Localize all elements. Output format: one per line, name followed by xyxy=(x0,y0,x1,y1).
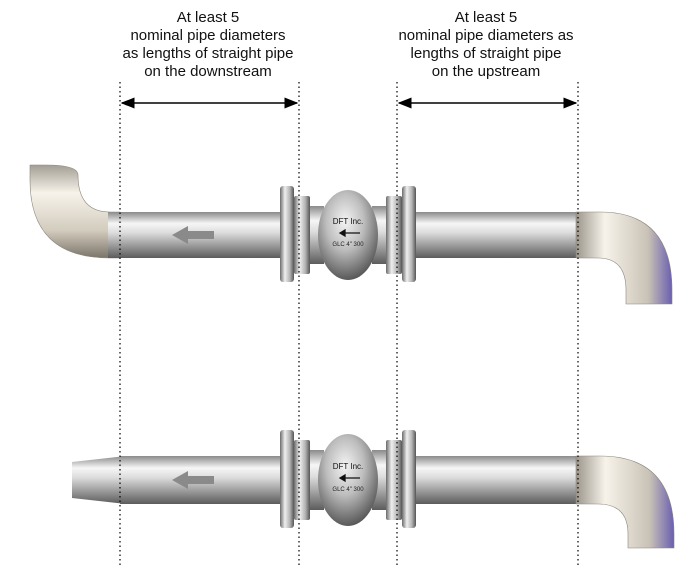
flow-direction-arrow xyxy=(172,226,214,244)
left-flange-inner xyxy=(294,440,310,520)
upstream-caption-line: on the upstream xyxy=(431,63,541,80)
top-pipe-assembly: DFT Inc. GLC 4" 300 xyxy=(29,164,673,305)
valve-brand-label: DFT Inc. xyxy=(333,462,364,471)
right-flange-outer xyxy=(402,186,416,282)
check-valve-body xyxy=(318,190,378,280)
right-flange-inner xyxy=(386,196,402,274)
right-flange-inner xyxy=(386,440,402,520)
downstream-caption-line: nominal pipe diameters xyxy=(130,27,286,44)
downstream-caption-line: as lengths of straight pipe xyxy=(122,45,294,62)
right-elbow xyxy=(575,455,675,549)
downstream-caption: At least 5 nominal pipe diameters as len… xyxy=(98,9,318,81)
reducer-nozzle xyxy=(72,456,126,504)
upstream-caption-line: At least 5 xyxy=(454,9,518,26)
flow-direction-arrow xyxy=(172,471,214,489)
left-flange-outer xyxy=(280,430,294,528)
downstream-caption-line: on the downstream xyxy=(144,63,272,80)
check-valve-body xyxy=(318,434,378,526)
valve-direction-arrow xyxy=(338,228,360,238)
valve-model-label: GLC 4" 300 xyxy=(332,487,364,493)
right-flange-outer xyxy=(402,430,416,528)
valve-model-label: GLC 4" 300 xyxy=(332,242,364,248)
valve-direction-arrow xyxy=(338,473,360,483)
right-elbow xyxy=(575,211,673,305)
left-flange-outer xyxy=(280,186,294,282)
upstream-caption: At least 5 nominal pipe diameters as len… xyxy=(376,9,596,81)
upstream-straight-pipe xyxy=(410,456,578,504)
upstream-straight-pipe xyxy=(410,212,578,258)
upstream-caption-line: lengths of straight pipe xyxy=(410,45,562,62)
bottom-pipe-assembly: DFT Inc. GLC 4" 300 xyxy=(72,430,675,549)
valve-brand-label: DFT Inc. xyxy=(333,217,364,226)
upstream-caption-line: nominal pipe diameters as xyxy=(398,27,574,44)
left-elbow xyxy=(29,164,121,259)
left-flange-inner xyxy=(294,196,310,274)
downstream-caption-line: At least 5 xyxy=(176,9,240,26)
